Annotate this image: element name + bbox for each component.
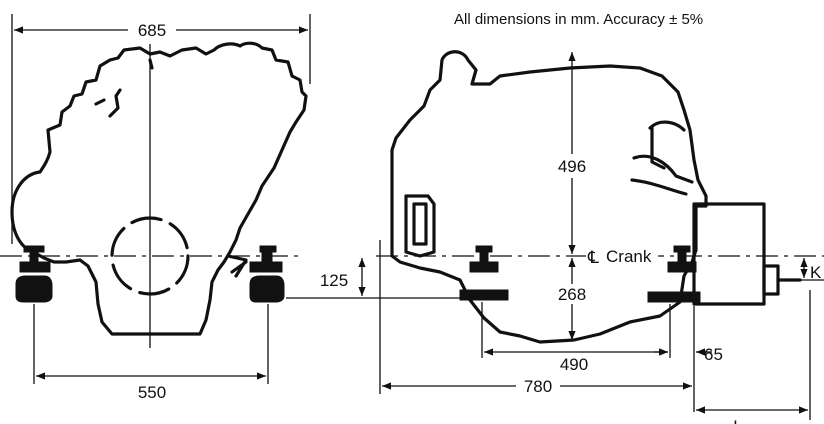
side-filter <box>404 194 436 258</box>
dim-label-268: 268 <box>558 285 586 304</box>
dim-flange-offset: 65 <box>654 306 723 412</box>
dim-label-780: 780 <box>524 377 552 396</box>
gearbox-block <box>692 202 766 306</box>
dim-label-496: 496 <box>558 157 586 176</box>
dim-overall-width: 685 <box>11 14 311 244</box>
dim-label-k: K <box>810 263 822 282</box>
side-engine-outline <box>390 50 708 344</box>
front-mount-bracket <box>226 254 248 278</box>
dim-label-490: 490 <box>560 355 588 374</box>
side-rear-mount <box>667 245 697 273</box>
side-front-mount-pad <box>459 289 509 301</box>
accuracy-note: All dimensions in mm. Accuracy ± 5% <box>454 11 703 28</box>
dim-label-65: 65 <box>704 345 723 364</box>
crank-label: Crank <box>606 247 652 266</box>
dim-overall-length: 780 <box>379 240 692 396</box>
front-right-mount-pad <box>249 275 285 303</box>
output-shaft-flange <box>762 264 780 296</box>
dim-crank-to-mount: 125 <box>286 258 470 299</box>
dim-label-l: L <box>733 417 742 424</box>
front-right-mount <box>249 245 283 273</box>
dim-label-125: 125 <box>320 271 348 290</box>
side-view <box>376 50 824 344</box>
side-rear-mount-pad <box>647 291 701 303</box>
front-engine-outline <box>10 41 308 336</box>
dim-mount-spacing-front: 550 <box>33 304 269 402</box>
dim-label-550: 550 <box>138 383 166 402</box>
front-left-mount-pad <box>15 275 53 303</box>
side-exhaust-detail <box>630 120 694 196</box>
front-left-mount <box>19 245 51 273</box>
dim-label-685: 685 <box>138 21 166 40</box>
centerline-symbol: ℄ <box>587 248 599 267</box>
side-filter-inner <box>412 202 428 246</box>
dim-shaft-length: L <box>696 290 811 424</box>
crank-label-group: ℄ Crank <box>586 244 658 267</box>
dim-mount-spacing-side: 490 <box>481 302 671 374</box>
side-front-mount <box>469 245 499 273</box>
dim-depth-below-crank: 268 <box>550 258 594 340</box>
front-view <box>0 41 308 348</box>
dim-shaft-height: K <box>796 258 824 282</box>
dim-height-above-crank: 496 <box>548 52 594 254</box>
front-detail-lines <box>94 58 154 118</box>
